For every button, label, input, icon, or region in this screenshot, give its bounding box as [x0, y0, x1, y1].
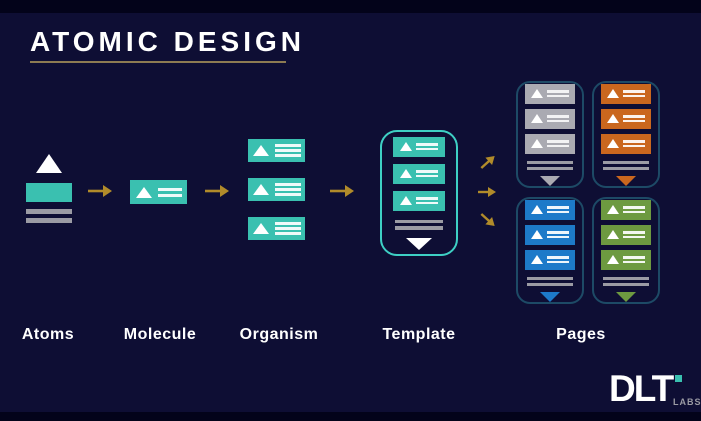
- down-triangle-icon: [540, 175, 560, 186]
- triangle-icon: [400, 196, 412, 205]
- molecule-card: [601, 83, 651, 104]
- text-bars: [547, 115, 569, 122]
- label-organism: Organism: [239, 326, 319, 343]
- molecule-card: [525, 249, 575, 270]
- triangle-icon: [531, 205, 543, 214]
- text-bars: [547, 140, 569, 147]
- logo-square-icon: [675, 375, 682, 382]
- text-bars: [623, 115, 645, 122]
- text-bars: [547, 231, 569, 238]
- triangle-icon: [531, 114, 543, 123]
- text-bars: [274, 183, 301, 196]
- page-card-gray: [516, 81, 584, 188]
- label-pages: Pages: [556, 326, 606, 343]
- down-triangle-icon: [616, 291, 636, 302]
- triangle-icon: [252, 184, 269, 195]
- arrow-down-right-icon: [477, 209, 500, 231]
- text-bars: [416, 170, 438, 177]
- triangle-icon: [252, 223, 269, 234]
- arrow-right-icon: [477, 186, 497, 198]
- triangle-icon: [607, 139, 619, 148]
- molecule-card: [393, 190, 445, 211]
- footer-bars: [603, 276, 649, 286]
- arrow-right-icon: [329, 184, 355, 198]
- text-bars: [623, 90, 645, 97]
- organism-group: [248, 139, 305, 240]
- text-bars: [623, 256, 645, 263]
- triangle-icon: [531, 230, 543, 239]
- text-bars: [623, 231, 645, 238]
- triangle-icon: [607, 114, 619, 123]
- label-template: Template: [382, 326, 456, 343]
- triangle-icon: [607, 255, 619, 264]
- title-underline: [30, 61, 286, 63]
- molecule-card: [393, 163, 445, 184]
- molecule-card: [393, 136, 445, 157]
- arrow-up-right-icon: [477, 151, 500, 173]
- top-edge-band: [0, 0, 701, 13]
- molecule-card: [601, 133, 651, 154]
- footer-bars: [603, 160, 649, 170]
- molecule-card: [248, 139, 305, 162]
- down-triangle-icon: [540, 291, 560, 302]
- logo-wordmark: DLT: [609, 368, 674, 409]
- label-molecule: Molecule: [123, 326, 197, 343]
- text-bars: [623, 206, 645, 213]
- text-bars: [416, 143, 438, 150]
- bottom-edge-band: [0, 412, 701, 421]
- text-bars: [623, 140, 645, 147]
- molecule-card: [601, 249, 651, 270]
- molecule-card: [601, 199, 651, 220]
- triangle-icon: [531, 139, 543, 148]
- triangle-icon: [607, 230, 619, 239]
- triangle-icon: [135, 186, 152, 198]
- triangle-atom-icon: [36, 154, 62, 173]
- triangle-icon: [531, 255, 543, 264]
- footer-bars: [527, 276, 573, 286]
- molecule-card: [525, 83, 575, 104]
- triangle-icon: [607, 89, 619, 98]
- molecule-card: [525, 133, 575, 154]
- logo-subtext: LABS: [673, 397, 701, 407]
- triangle-icon: [252, 145, 269, 156]
- atoms-group: [26, 154, 72, 223]
- down-triangle-icon: [406, 237, 432, 250]
- footer-bars: [395, 219, 443, 230]
- rectangle-atom-icon: [26, 183, 72, 202]
- triangle-icon: [531, 89, 543, 98]
- page-card-green: [592, 197, 660, 304]
- page-card-orange: [592, 81, 660, 188]
- molecule-card: [248, 178, 305, 201]
- molecule-card: [130, 180, 187, 204]
- molecule-card: [601, 108, 651, 129]
- text-bars: [547, 90, 569, 97]
- text-bar-atoms: [26, 209, 72, 223]
- page-title: ATOMIC DESIGN: [30, 26, 305, 57]
- footer-bars: [527, 160, 573, 170]
- molecule-card: [248, 217, 305, 240]
- triangle-icon: [607, 205, 619, 214]
- molecule-card: [601, 224, 651, 245]
- label-atoms: Atoms: [21, 326, 75, 343]
- down-triangle-icon: [616, 175, 636, 186]
- dlt-labs-logo: DLT LABS: [609, 368, 701, 412]
- text-bars: [547, 256, 569, 263]
- template-frame: [380, 130, 458, 256]
- text-bars: [157, 187, 182, 197]
- text-bars: [274, 222, 301, 235]
- molecule-card: [525, 108, 575, 129]
- arrow-right-icon: [204, 184, 230, 198]
- triangle-icon: [400, 169, 412, 178]
- molecule-card: [525, 199, 575, 220]
- text-bars: [274, 144, 301, 157]
- page-card-blue: [516, 197, 584, 304]
- text-bars: [547, 206, 569, 213]
- text-bars: [416, 197, 438, 204]
- arrow-right-icon: [87, 184, 113, 198]
- molecule-card: [525, 224, 575, 245]
- triangle-icon: [400, 142, 412, 151]
